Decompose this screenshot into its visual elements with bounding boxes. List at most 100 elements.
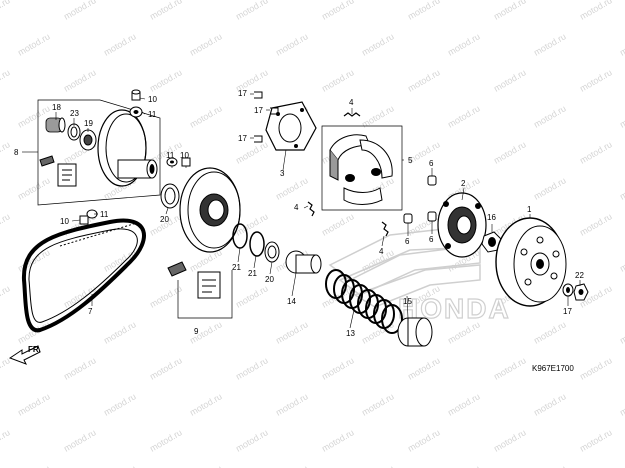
watermark-text: motod.ru bbox=[102, 319, 138, 345]
watermark-text: motod.ru bbox=[274, 31, 310, 57]
watermark-text: motod.ru bbox=[578, 0, 614, 22]
group-bracket-9 bbox=[177, 270, 233, 319]
watermark-text: motod.ru bbox=[578, 427, 614, 453]
callout-11-top: 11 bbox=[148, 110, 157, 119]
watermark-text: motod.ru bbox=[148, 283, 184, 309]
seal-collar-13 bbox=[285, 250, 322, 274]
o-ring-21b bbox=[249, 231, 265, 257]
watermark-text: motod.ru bbox=[0, 427, 12, 453]
watermark-text: motod.ru bbox=[320, 427, 356, 453]
watermark-text: motod.ru bbox=[618, 319, 625, 345]
watermark-text: motod.ru bbox=[578, 355, 614, 381]
watermark-text: motod.ru bbox=[492, 139, 528, 165]
watermark-text: motod.ru bbox=[320, 211, 356, 237]
callout-11-left: 11 bbox=[100, 210, 109, 219]
watermark-text: motod.ru bbox=[0, 283, 12, 309]
watermark-text: motod.ru bbox=[274, 319, 310, 345]
group-box-8 bbox=[37, 99, 161, 206]
callout-12: 13 bbox=[346, 329, 355, 338]
watermark-text: motod.ru bbox=[360, 463, 396, 468]
watermark-text: motod.ru bbox=[62, 427, 98, 453]
watermark-text: motod.ru bbox=[188, 31, 224, 57]
callout-1: 1 bbox=[527, 205, 532, 214]
watermark-text: motod.ru bbox=[188, 463, 224, 468]
callout-6-c: 6 bbox=[429, 235, 434, 244]
watermark-text: motod.ru bbox=[188, 391, 224, 417]
callout-4-top: 4 bbox=[349, 98, 354, 107]
washer-16 bbox=[562, 283, 574, 297]
watermark-text: motod.ru bbox=[16, 31, 52, 57]
front-direction-label: FR. bbox=[28, 345, 41, 354]
watermark-text: motod.ru bbox=[578, 67, 614, 93]
watermark-text: motod.ru bbox=[102, 391, 138, 417]
watermark-text: motod.ru bbox=[148, 427, 184, 453]
watermark-text: motod.ru bbox=[234, 139, 270, 165]
group-box-5 bbox=[321, 125, 403, 211]
watermark-text: motod.ru bbox=[492, 67, 528, 93]
drive-plate-2 bbox=[437, 192, 487, 258]
watermark-text: motod.ru bbox=[274, 463, 310, 468]
watermark-text: motod.ru bbox=[234, 427, 270, 453]
watermark-text: motod.ru bbox=[0, 67, 12, 93]
front-direction-arrow: FR. bbox=[8, 345, 41, 365]
watermark-text: motod.ru bbox=[0, 0, 12, 22]
callout-20-a: 20 bbox=[160, 215, 169, 224]
movable-drive-face bbox=[97, 109, 158, 187]
watermark-text: motod.ru bbox=[320, 67, 356, 93]
callout-21-a: 21 bbox=[232, 263, 241, 272]
callout-17-a: 17 bbox=[238, 89, 247, 98]
ramp-plate-slider bbox=[39, 155, 77, 187]
callout-2: 2 bbox=[461, 179, 466, 188]
watermark-text: motod.ru bbox=[188, 103, 224, 129]
bolt-10-top bbox=[131, 89, 141, 101]
watermark-text: motod.ru bbox=[62, 0, 98, 22]
watermark-text: motod.ru bbox=[618, 391, 625, 417]
nut-22 bbox=[573, 283, 589, 301]
watermark-text: motod.ru bbox=[0, 355, 12, 381]
watermark-text: motod.ru bbox=[492, 355, 528, 381]
watermark-text: motod.ru bbox=[360, 31, 396, 57]
callout-11-mid: 11 bbox=[166, 151, 175, 160]
watermark-text: motod.ru bbox=[234, 0, 270, 22]
watermark-text: motod.ru bbox=[406, 0, 442, 22]
watermark-text: motod.ru bbox=[446, 103, 482, 129]
watermark-text: motod.ru bbox=[618, 247, 625, 273]
watermark-text: motod.ru bbox=[532, 391, 568, 417]
bearing-19 bbox=[79, 129, 97, 151]
clutch-spring-4-top bbox=[343, 112, 361, 117]
diagram-code: K967E1700 bbox=[532, 364, 574, 373]
watermark-text: motod.ru bbox=[274, 391, 310, 417]
washer-23 bbox=[67, 123, 81, 141]
clutch-outer-1 bbox=[495, 217, 567, 307]
callout-19: 19 bbox=[84, 119, 93, 128]
watermark-text: motod.ru bbox=[406, 67, 442, 93]
watermark-text: motod.ru bbox=[148, 355, 184, 381]
roller-weight bbox=[45, 117, 66, 133]
clutch-spring-4-right bbox=[381, 221, 389, 237]
watermark-text: motod.ru bbox=[618, 175, 625, 201]
callout-18: 18 bbox=[52, 103, 61, 112]
callout-10-mid: 10 bbox=[180, 151, 189, 160]
callout-21-b: 21 bbox=[248, 269, 257, 278]
bolt-10-left bbox=[79, 215, 89, 225]
callout-16: 17 bbox=[563, 307, 572, 316]
watermark-text: motod.ru bbox=[16, 391, 52, 417]
watermark-text: motod.ru bbox=[16, 175, 52, 201]
callout-7: 7 bbox=[88, 307, 93, 316]
callout-6-a: 6 bbox=[429, 159, 434, 168]
spring-coil bbox=[381, 304, 403, 334]
watermark-text: motod.ru bbox=[0, 139, 12, 165]
watermark-text: motod.ru bbox=[406, 355, 442, 381]
cover-plate-3 bbox=[265, 101, 317, 151]
watermark-text: motod.ru bbox=[320, 0, 356, 22]
watermark-text: motod.ru bbox=[406, 427, 442, 453]
watermark-text: motod.ru bbox=[148, 0, 184, 22]
watermark-text: motod.ru bbox=[16, 463, 52, 468]
watermark-text: motod.ru bbox=[446, 391, 482, 417]
driven-face-spring bbox=[325, 269, 403, 334]
ramp-plate-9 bbox=[167, 261, 221, 299]
callout-20-b: 20 bbox=[265, 275, 274, 284]
watermark-text: motod.ru bbox=[532, 103, 568, 129]
watermark-text: motod.ru bbox=[532, 463, 568, 468]
callout-4-left: 4 bbox=[294, 203, 299, 212]
